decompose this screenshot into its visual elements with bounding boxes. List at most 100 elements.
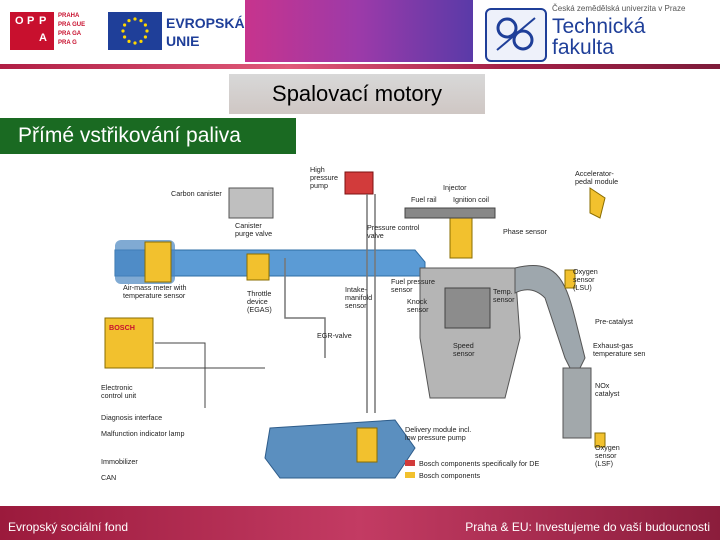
- label-nox: catalyst: [595, 389, 619, 398]
- header: O P P A PRAHA PRA GUE PRA GA PRA G EVROP…: [0, 0, 720, 68]
- faculty-name-line: fakulta: [552, 36, 614, 59]
- label-intake-manifold: sensor: [345, 301, 367, 310]
- label-hp-pump: High: [310, 165, 325, 174]
- label-ignition-coil: Ignition coil: [453, 195, 489, 204]
- label-can: CAN: [101, 473, 116, 482]
- praha-logo: PRAHA PRA GUE PRA GA PRA G: [58, 12, 102, 52]
- footer: Evropský sociální fond Praha & EU: Inves…: [0, 506, 720, 540]
- label-egr: EGR-valve: [317, 331, 352, 340]
- oxygen-sensor-lsf: [594, 432, 606, 448]
- label-carbon-canister: Carbon canister: [171, 189, 222, 198]
- label-delivery: low pressure pump: [405, 433, 466, 442]
- header-gradient-bar: [245, 0, 473, 62]
- label-ecu: control unit: [101, 391, 136, 400]
- footer-left-text: Evropský sociální fond: [8, 520, 129, 534]
- label-speed: sensor: [453, 349, 475, 358]
- legend-red-label: Bosch components specifically for DE: [419, 459, 539, 468]
- label-throttle: (EGAS): [247, 305, 272, 314]
- fuel-rail: [404, 207, 496, 219]
- exhaust-manifold: [514, 264, 586, 380]
- label-oxygen-lsu: Oxygen: [573, 267, 598, 276]
- oppa-letter: A: [39, 32, 48, 44]
- slide-subtitle: Přímé vstřikování paliva: [0, 118, 296, 154]
- praha-row: PRA GUE: [58, 22, 86, 28]
- label-fuel-pressure: Fuel pressure: [391, 277, 435, 286]
- eu-label-line: UNIE: [166, 33, 200, 49]
- wiring: [155, 342, 265, 408]
- label-malfunction: Malfunction indicator lamp: [101, 429, 185, 438]
- header-divider: [0, 64, 720, 69]
- label-air-mass: temperature sensor: [123, 291, 186, 300]
- nox-catalyst: [562, 367, 592, 439]
- faculty-name: Technická fakulta: [552, 16, 645, 58]
- label-exhaust-temp: temperature sensor: [593, 349, 645, 358]
- injector: [449, 217, 473, 259]
- label-phase-sensor: Phase sensor: [503, 227, 548, 236]
- eu-label-line: EVROPSKÁ: [166, 15, 245, 31]
- label-diagnosis: Diagnosis interface: [101, 413, 162, 422]
- praha-row: PRAHA: [58, 13, 80, 19]
- label-hp-pump: pressure: [310, 173, 338, 182]
- accelerator-pedal: [589, 187, 606, 219]
- label-accelerator: Accelerator-: [575, 169, 614, 178]
- air-mass-meter: [144, 241, 172, 283]
- faculty-logo-icon: [485, 8, 547, 62]
- legend-swatch-yellow: [405, 472, 415, 478]
- label-delivery: Delivery module incl.: [405, 425, 471, 434]
- legend-yellow-label: Bosch components: [419, 471, 481, 480]
- oppa-letter: P: [27, 15, 36, 27]
- faculty-name-line: Technická: [552, 15, 646, 38]
- label-accelerator: pedal module: [575, 177, 618, 186]
- eu-flag-icon: [108, 12, 162, 50]
- praha-row: PRA GA: [58, 31, 82, 37]
- cylinder: [444, 287, 491, 329]
- label-throttle: device: [247, 297, 268, 306]
- fuel-tank: [264, 419, 416, 479]
- label-canister-purge: purge valve: [235, 229, 272, 238]
- delivery-module: [356, 427, 378, 463]
- label-intake-manifold: manifold: [345, 293, 372, 302]
- label-throttle: Throttle: [247, 289, 271, 298]
- label-exhaust-temp: Exhaust-gas: [593, 341, 633, 350]
- footer-right-text: Praha & EU: Investujeme do vaší budoucno…: [465, 520, 710, 534]
- label-air-mass: Air-mass meter with: [123, 283, 187, 292]
- praha-row: PRA G: [58, 40, 77, 46]
- label-fuel-pressure: sensor: [391, 285, 413, 294]
- faculty-university: Česká zemědělská univerzita v Praze: [552, 4, 686, 13]
- label-fuel-rail: Fuel rail: [411, 195, 437, 204]
- label-pressure-control: valve: [367, 231, 384, 240]
- bosch-label: BOSCH: [109, 323, 135, 332]
- slide-title: Spalovací motory: [272, 81, 442, 106]
- eu-label: EVROPSKÁ UNIE: [166, 14, 245, 50]
- label-temp: sensor: [493, 295, 515, 304]
- label-nox: NOx: [595, 381, 610, 390]
- label-oxygen-lsf: sensor: [595, 451, 617, 460]
- label-canister-purge: Canister: [235, 221, 262, 230]
- label-oxygen-lsu: sensor: [573, 275, 595, 284]
- fuel-line: [366, 194, 376, 413]
- oppa-letter: O: [15, 15, 25, 27]
- hp-pump: [344, 171, 374, 195]
- label-speed: Speed: [453, 341, 474, 350]
- ecu: [104, 317, 154, 369]
- label-immobilizer: Immobilizer: [101, 457, 138, 466]
- label-ecu: Electronic: [101, 383, 133, 392]
- label-intake-manifold: Intake-: [345, 285, 368, 294]
- injection-diagram: BOSCH Bosch components specifically for …: [95, 158, 656, 498]
- label-knock: Knock: [407, 297, 427, 306]
- label-knock: sensor: [407, 305, 429, 314]
- legend-swatch-red: [405, 460, 415, 466]
- label-oxygen-lsf: Oxygen: [595, 443, 620, 452]
- egr-line: [284, 258, 326, 358]
- throttle-device: [246, 253, 270, 281]
- slide-title-box: Spalovací motory: [229, 74, 485, 114]
- label-oxygen-lsu: (LSU): [573, 283, 592, 292]
- label-hp-pump: pump: [310, 181, 328, 190]
- carbon-canister: [228, 187, 274, 219]
- label-pre-catalyst: Pre-catalyst: [595, 317, 633, 326]
- oppa-letter: P: [39, 15, 48, 27]
- label-temp: Temp.: [493, 287, 513, 296]
- oppa-logo: O P P A: [10, 12, 54, 50]
- label-oxygen-lsf: (LSF): [595, 459, 613, 468]
- oxygen-sensor-lsu: [564, 269, 576, 289]
